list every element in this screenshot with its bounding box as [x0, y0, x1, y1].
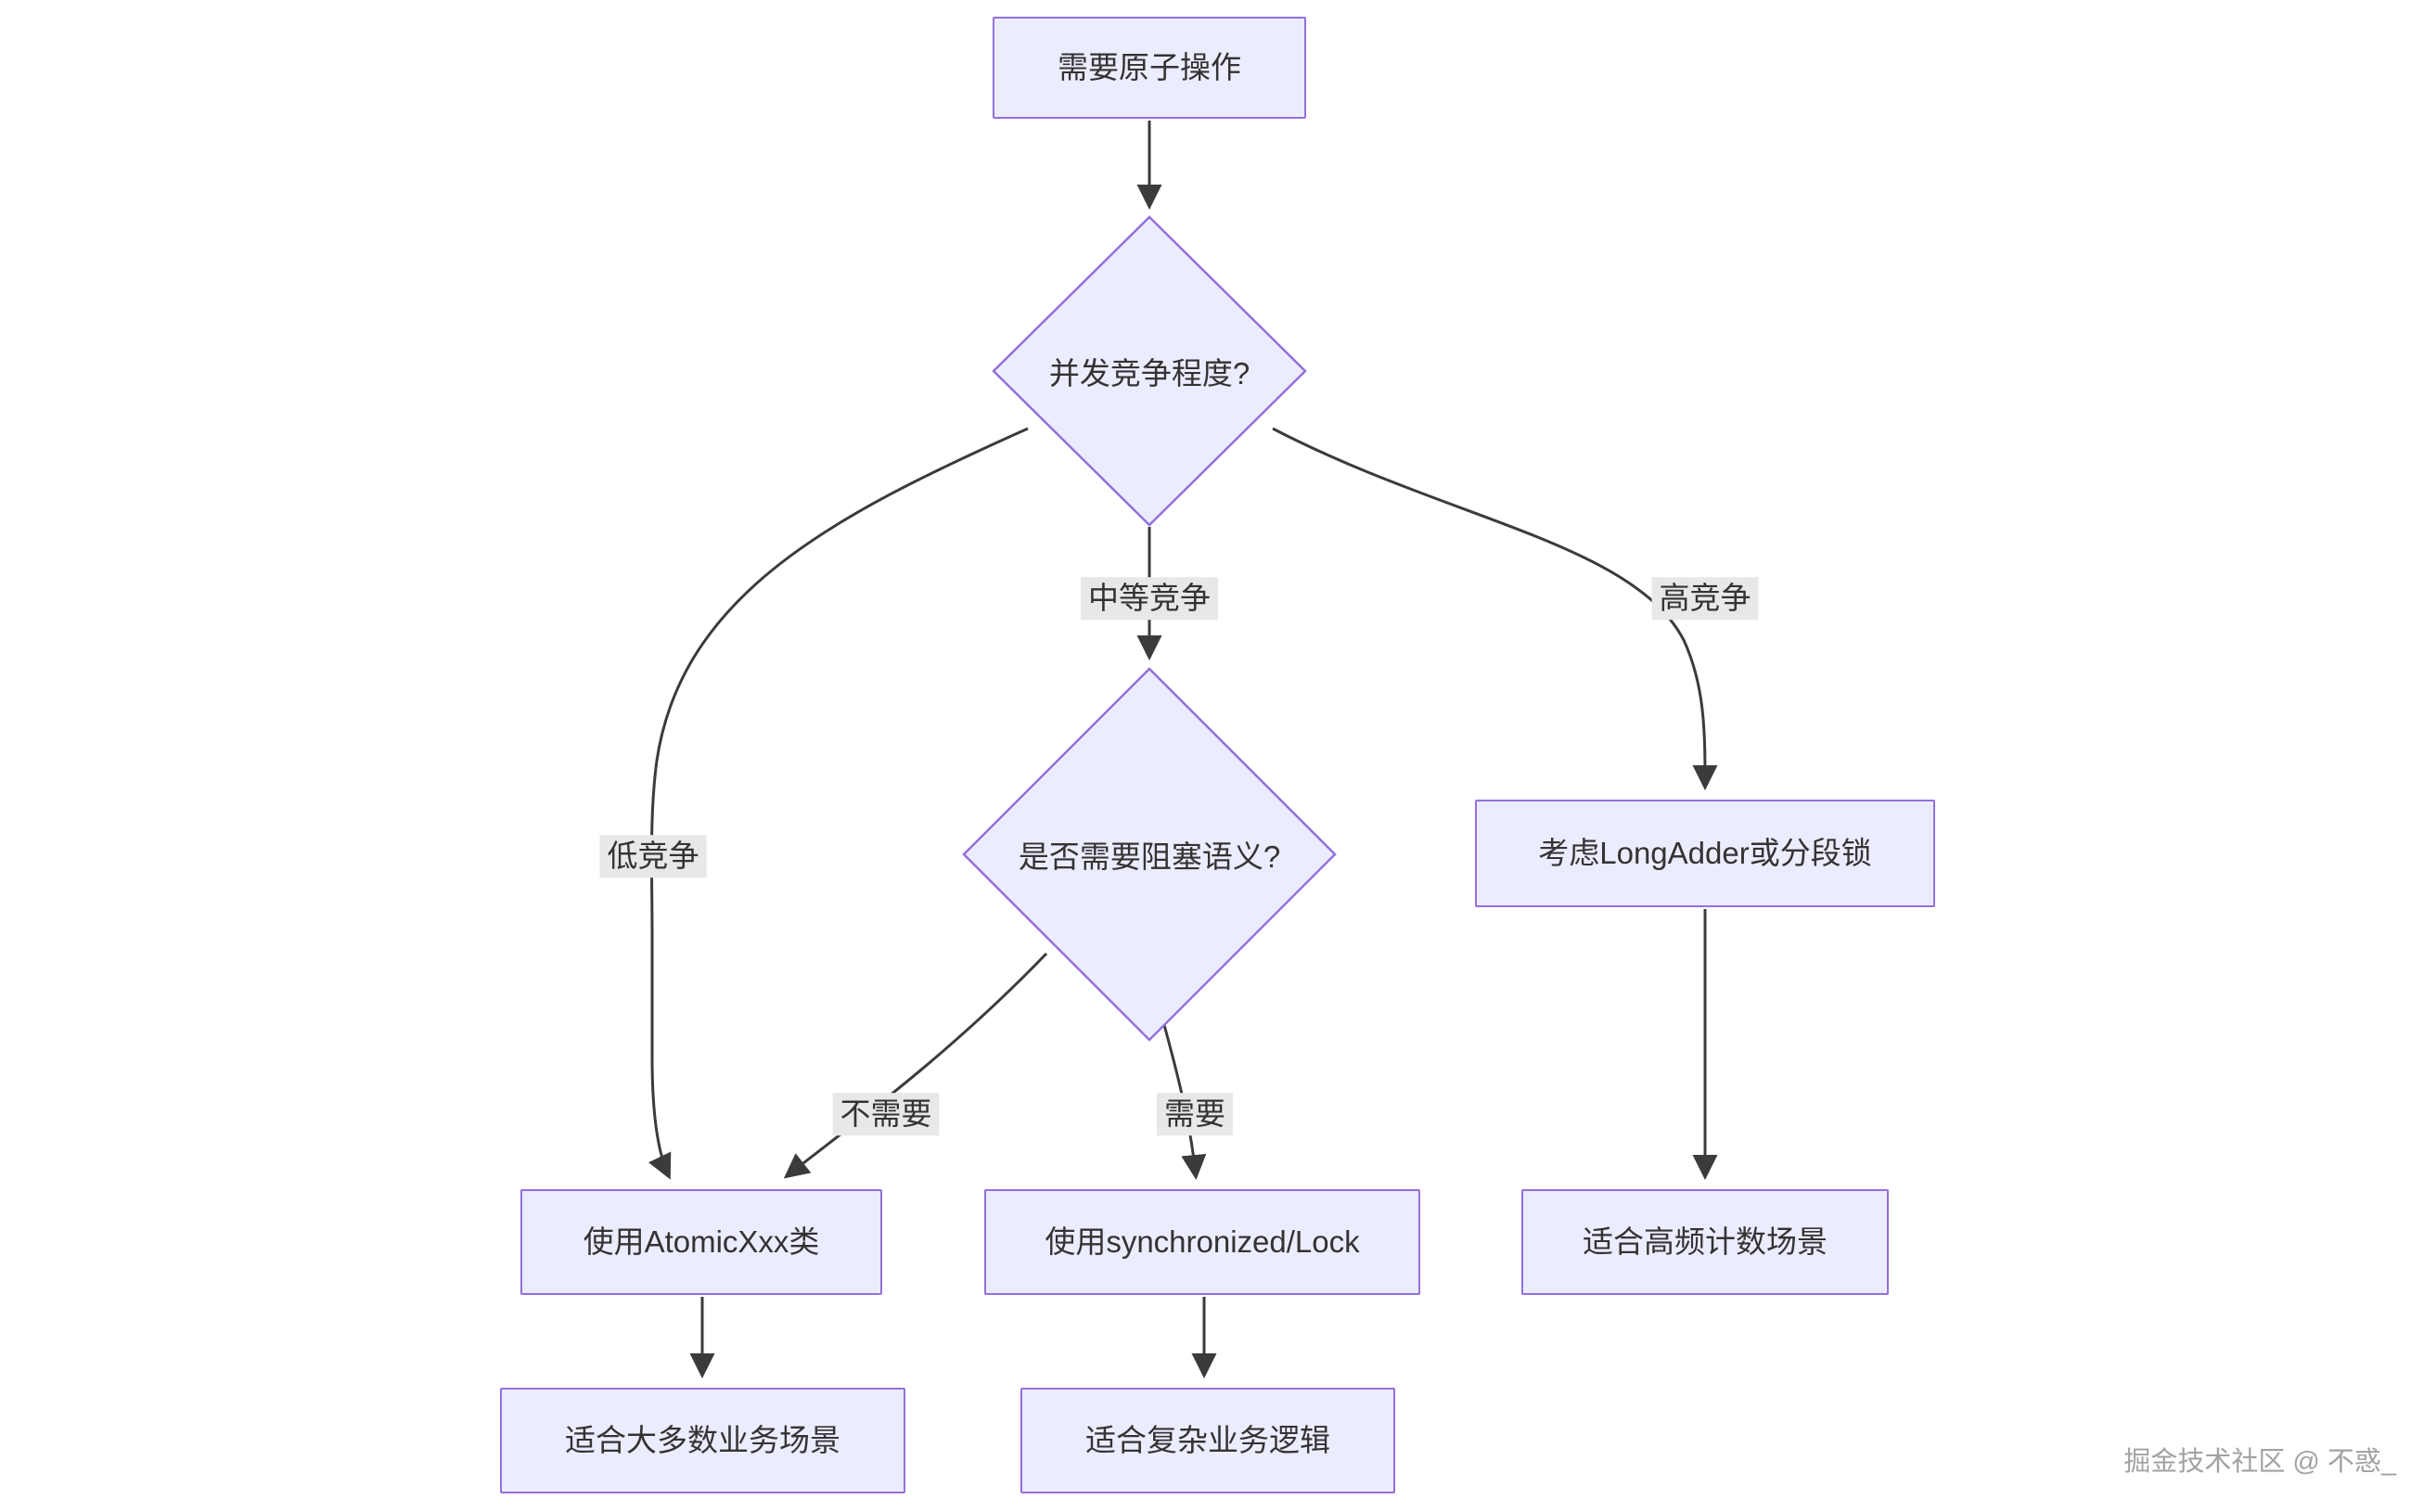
edge-label-high: 高竞争	[1651, 577, 1759, 620]
node-complex: 适合复杂业务逻辑	[1020, 1388, 1395, 1493]
node-longadder: 考虑LongAdder或分段锁	[1475, 800, 1935, 907]
node-atomic: 使用AtomicXxx类	[520, 1189, 882, 1295]
node-contention-label: 并发竞争程度?	[1048, 356, 1250, 391]
node-atomic-label: 使用AtomicXxx类	[583, 1224, 820, 1260]
edge-no-blocking	[783, 952, 1048, 1179]
node-start-label: 需要原子操作	[1058, 50, 1241, 85]
node-start: 需要原子操作	[993, 17, 1306, 119]
node-most: 适合大多数业务场景	[500, 1388, 905, 1493]
edge-label-low: 低竞争	[599, 835, 707, 878]
node-blocking-label: 是否需要阻塞语义?	[1018, 839, 1281, 874]
node-sync: 使用synchronized/Lock	[984, 1189, 1420, 1295]
decision-contention-shape	[992, 215, 1307, 527]
edge-low-contention	[648, 427, 1029, 1180]
node-counter: 适合高频计数场景	[1521, 1189, 1889, 1295]
node-sync-label: 使用synchronized/Lock	[1045, 1224, 1360, 1260]
edge-high-contention	[1272, 427, 1718, 791]
watermark: 掘金技术社区 @ 不惑_	[2123, 1447, 2396, 1477]
node-complex-label: 适合复杂业务逻辑	[1085, 1423, 1330, 1458]
edge-label-medium: 中等竞争	[1081, 577, 1218, 620]
edge-label-need: 需要	[1157, 1093, 1233, 1135]
node-longadder-label: 考虑LongAdder或分段锁	[1538, 836, 1872, 871]
node-most-label: 适合大多数业务场景	[565, 1423, 840, 1458]
decision-blocking-shape	[962, 667, 1337, 1042]
edge-label-no-need: 不需要	[832, 1093, 940, 1135]
node-counter-label: 适合高频计数场景	[1583, 1224, 1828, 1260]
